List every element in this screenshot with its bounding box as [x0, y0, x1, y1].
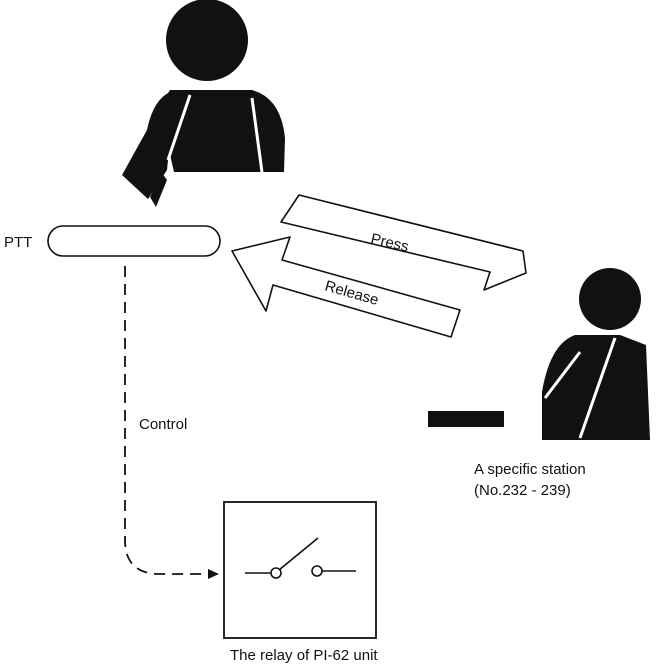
operator-arm-outline [166, 94, 192, 161]
relay-box [223, 501, 377, 639]
operator-head [166, 0, 248, 81]
station-hand-line [543, 351, 582, 399]
ptt-button[interactable] [47, 225, 221, 257]
control-label: Control [139, 416, 187, 433]
operator-figure-icon [122, 0, 285, 207]
operator-finger [150, 173, 167, 207]
station-label-line1: A specific station [474, 461, 586, 478]
relay-switch-icon [245, 537, 356, 579]
release-arrow [231, 236, 461, 338]
control-arrowhead [208, 569, 219, 579]
station-head [579, 268, 641, 330]
press-arrow [280, 194, 527, 291]
station-desk [428, 411, 504, 427]
station-body [542, 335, 650, 440]
control-dashed-line [124, 266, 212, 575]
operator-arm [122, 92, 189, 199]
station-label-line2: (No.232 - 239) [474, 482, 571, 499]
station-figure-icon [428, 268, 650, 440]
station-arm-outline [578, 337, 617, 439]
ptt-label: PTT [4, 234, 32, 251]
relay-label: The relay of PI-62 unit [230, 647, 378, 664]
operator-seam [250, 97, 264, 173]
